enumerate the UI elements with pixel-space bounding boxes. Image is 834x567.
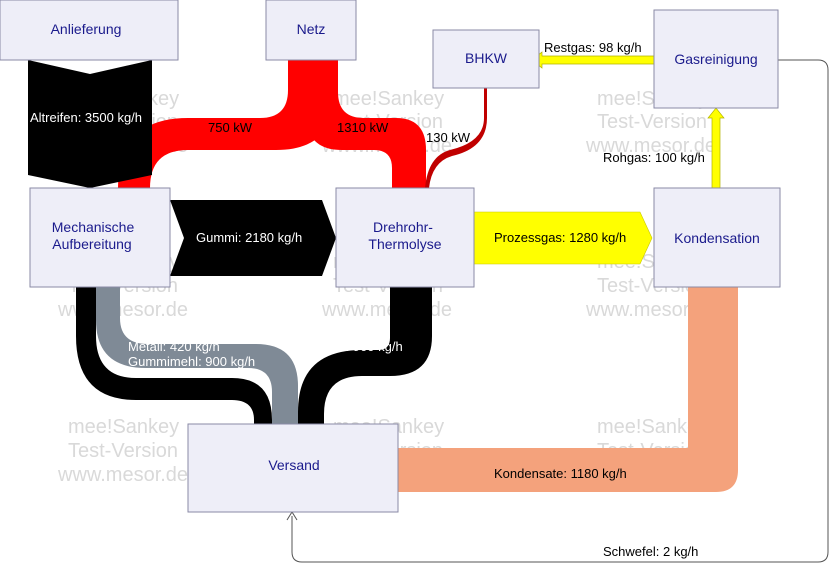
node-anlieferung: Anlieferung	[0, 0, 179, 61]
label-prozessgas: Prozessgas: 1280 kg/h	[494, 230, 626, 245]
watermark-line-1: mee!Sankey	[68, 416, 179, 438]
node-box	[432, 29, 540, 89]
node-mechanische-aufbereitung: Mechanische Aufbereitung	[29, 187, 171, 288]
node-box	[187, 423, 399, 513]
watermark-line-3: www.mesor.de	[321, 299, 452, 321]
node-label: Netz	[297, 21, 326, 37]
flow-strom-1310	[306, 60, 426, 188]
node-label: Gasreinigung	[674, 51, 757, 67]
watermark-line-3: www.mesor.de	[585, 135, 716, 157]
label-strom-130: 130 kW	[426, 130, 471, 145]
label-strom-750: 750 kW	[208, 120, 253, 135]
flow-gummimehl	[76, 287, 272, 424]
node-label: BHKW	[465, 50, 508, 66]
label-metall: Metall: 420 kg/h	[128, 339, 220, 354]
node-label-line-1: Drehrohr-	[373, 219, 433, 235]
node-kondensation: Kondensation	[653, 187, 781, 288]
flow-altreifen	[28, 60, 152, 188]
label-gummimehl: Gummimehl: 900 kg/h	[128, 354, 255, 369]
node-label-line-2: Aufbereitung	[52, 236, 131, 252]
label-kondensate: Kondensate: 1180 kg/h	[494, 466, 627, 481]
flow-kondensate	[398, 287, 738, 492]
flow-gummi	[170, 200, 336, 276]
flow-rohgas	[707, 107, 725, 189]
node-gasreinigung: Gasreinigung	[653, 9, 779, 109]
node-label: Anlieferung	[51, 21, 122, 37]
node-box	[0, 0, 179, 61]
watermark-line-3: www.mesor.de	[57, 464, 188, 486]
label-restgas: Restgas: 98 kg/h	[544, 40, 642, 55]
node-netz: Netz	[265, 0, 357, 61]
watermark: mee!Sankey Test-Version www.mesor.de	[585, 88, 716, 157]
watermark-line-2: Test-Version	[68, 440, 178, 462]
watermark-line-1: mee!Sankey	[597, 416, 708, 438]
node-drehrohr-thermolyse: Drehrohr- Thermolyse	[335, 187, 475, 288]
flow-strom-750	[118, 60, 336, 188]
node-box	[335, 187, 475, 288]
label-altreifen: Altreifen: 3500 kg/h	[30, 110, 142, 125]
watermark: mee!Sankey Test-Version www.mesor.de	[57, 416, 188, 486]
watermark-line-3: www.mesor.de	[585, 299, 716, 321]
node-label: Kondensation	[674, 230, 760, 246]
node-label-line-2: Thermolyse	[368, 236, 441, 252]
node-bhkw: BHKW	[432, 29, 540, 89]
label-strom-1310: 1310 kW	[337, 120, 389, 135]
flow-metall	[96, 287, 298, 424]
label-rohgas: Rohgas: 100 kg/h	[603, 150, 705, 165]
node-versand: Versand	[187, 423, 399, 513]
watermark-line-1: mee!Sankey	[333, 88, 444, 110]
label-russ: Russ: 900 kg/h	[316, 339, 403, 354]
node-box	[265, 0, 357, 61]
node-box	[29, 187, 171, 288]
node-box	[653, 9, 779, 109]
label-schwefel: Schwefel: 2 kg/h	[603, 544, 698, 559]
node-label-line-1: Mechanische	[52, 219, 135, 235]
flow-russ	[298, 287, 432, 424]
watermark-line-2: Test-Version	[597, 111, 707, 133]
node-box	[653, 187, 781, 288]
label-gummi: Gummi: 2180 kg/h	[196, 230, 302, 245]
node-label: Versand	[268, 457, 319, 473]
flow-schwefel	[291, 59, 829, 563]
